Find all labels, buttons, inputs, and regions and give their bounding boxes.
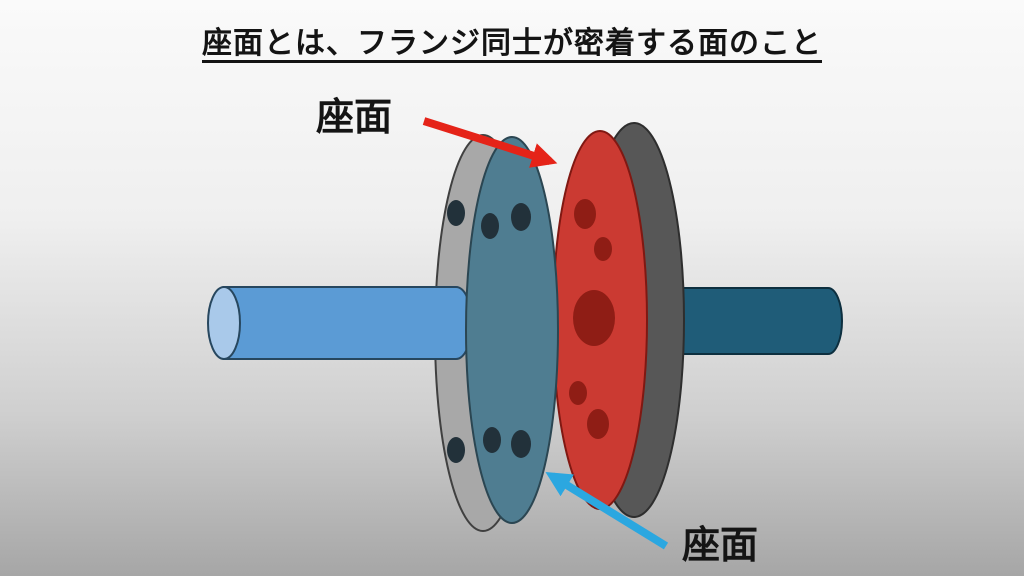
left-pipe-group (207, 286, 473, 360)
page-title: 座面とは、フランジ同士が密着する面のこと (202, 27, 822, 60)
bolt-hole (569, 381, 587, 405)
label-seating-surface-top: 座面 (316, 97, 393, 139)
red-arrow (422, 117, 558, 168)
blue-arrow (545, 471, 669, 550)
bolt-hole (511, 203, 531, 231)
bolt-hole (483, 427, 501, 453)
right-flange-group (552, 122, 685, 518)
label-seating-surface-bottom: 座面 (682, 525, 759, 567)
bolt-hole (481, 213, 499, 239)
left-pipe (223, 286, 473, 360)
bolt-hole (447, 437, 465, 463)
left-flange-face (465, 136, 559, 524)
bolt-hole (447, 200, 465, 226)
bolt-hole (587, 409, 609, 439)
right-pipe (645, 287, 843, 355)
left-pipe-end-cap (207, 286, 241, 360)
bolt-hole (511, 430, 531, 458)
center-bore-hole (573, 290, 615, 346)
bolt-hole (594, 237, 612, 261)
left-flange-face-group (447, 136, 559, 524)
right-pipe-group (645, 287, 843, 355)
bolt-hole (574, 199, 596, 229)
